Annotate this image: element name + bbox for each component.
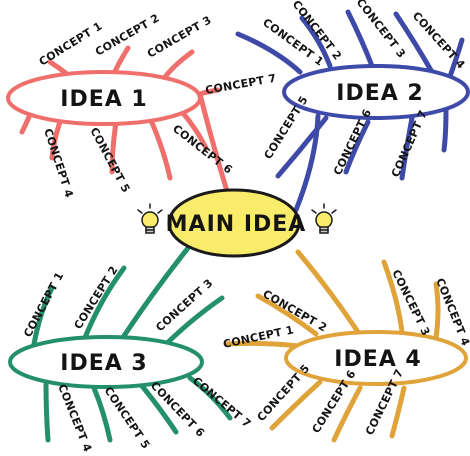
idea-3-main-connector: [117, 245, 191, 345]
lightbulb-icon: [137, 203, 163, 234]
idea-1-connector-concept-6: [179, 109, 209, 151]
idea-2-connector-concept-5: [275, 115, 329, 179]
idea-3-connector-concept-5: [91, 385, 113, 443]
idea-4-connector-concept-1: [223, 340, 301, 349]
idea-3-concept-1: CONCEPT 1: [21, 270, 66, 340]
idea-1-label: IDEA 1: [60, 87, 147, 112]
idea-4-connector-concept-4: [433, 281, 441, 341]
idea-1-concept-1: CONCEPT 1: [37, 19, 105, 68]
idea-2-connector-extra-bottom: [441, 107, 449, 153]
idea-3-connector-concept-7: [187, 375, 233, 421]
idea-2-label: IDEA 2: [336, 81, 423, 106]
idea-1-connector-concept-5: [109, 119, 119, 175]
idea-2-concept-5: CONCEPT 5: [262, 94, 311, 162]
idea-4-main-connector: [295, 249, 361, 335]
idea-1-connector-extra-2: [147, 115, 173, 181]
idea-2-connector-concept-3: [345, 9, 375, 69]
idea-3-label: IDEA 3: [60, 351, 147, 376]
idea-3-branch: [31, 245, 233, 443]
idea-4-bubble[interactable]: [284, 330, 468, 386]
idea-2-connector-concept-7: [399, 115, 415, 181]
idea-2-connector-concept-6: [343, 119, 371, 175]
idea-2-connector-concept-4: [393, 11, 435, 75]
idea-1-concept-5: CONCEPT 5: [87, 125, 132, 195]
idea-3-connector-concept-1: [31, 285, 55, 347]
idea-2-connector-concept-1: [235, 31, 303, 75]
idea-3-connector-concept-4: [43, 381, 51, 443]
main-idea-label: MAIN IDEA: [166, 212, 307, 237]
idea-4-label: IDEA 4: [334, 347, 421, 372]
idea-4-branch: [223, 249, 441, 443]
idea-4-connector-concept-3: [381, 259, 405, 335]
idea-2-connector-concept-2: [299, 15, 333, 69]
idea-4-connector-concept-2: [255, 293, 319, 337]
idea-1-bubble[interactable]: [6, 70, 202, 126]
idea-2-bubble[interactable]: [282, 64, 470, 120]
lightbulb-icon: [311, 203, 337, 234]
idea-2-branch: [235, 9, 465, 213]
idea-1-connector-concept-7: [197, 87, 221, 97]
idea-3-connector-concept-6: [139, 383, 179, 435]
idea-2-concept-3: CONCEPT 3: [354, 0, 409, 61]
idea-3-concept-2: CONCEPT 2: [72, 264, 121, 332]
idea-2-concept-4: CONCEPT 4: [410, 9, 468, 71]
idea-1-concept-4: CONCEPT 4: [41, 127, 76, 200]
idea-3-connector-concept-2: [81, 265, 127, 343]
idea-1-concept-6: CONCEPT 6: [170, 122, 235, 177]
idea-1-concept-7: CONCEPT 7: [204, 72, 277, 97]
idea-4-connector-concept-7: [389, 385, 407, 439]
idea-3-concept-4: CONCEPT 4: [55, 382, 94, 454]
main-idea-bubble[interactable]: [167, 188, 301, 258]
idea-4-connector-concept-5: [269, 379, 323, 431]
idea-3-bubble[interactable]: [8, 335, 204, 389]
idea-4-connector-concept-6: [331, 385, 363, 443]
